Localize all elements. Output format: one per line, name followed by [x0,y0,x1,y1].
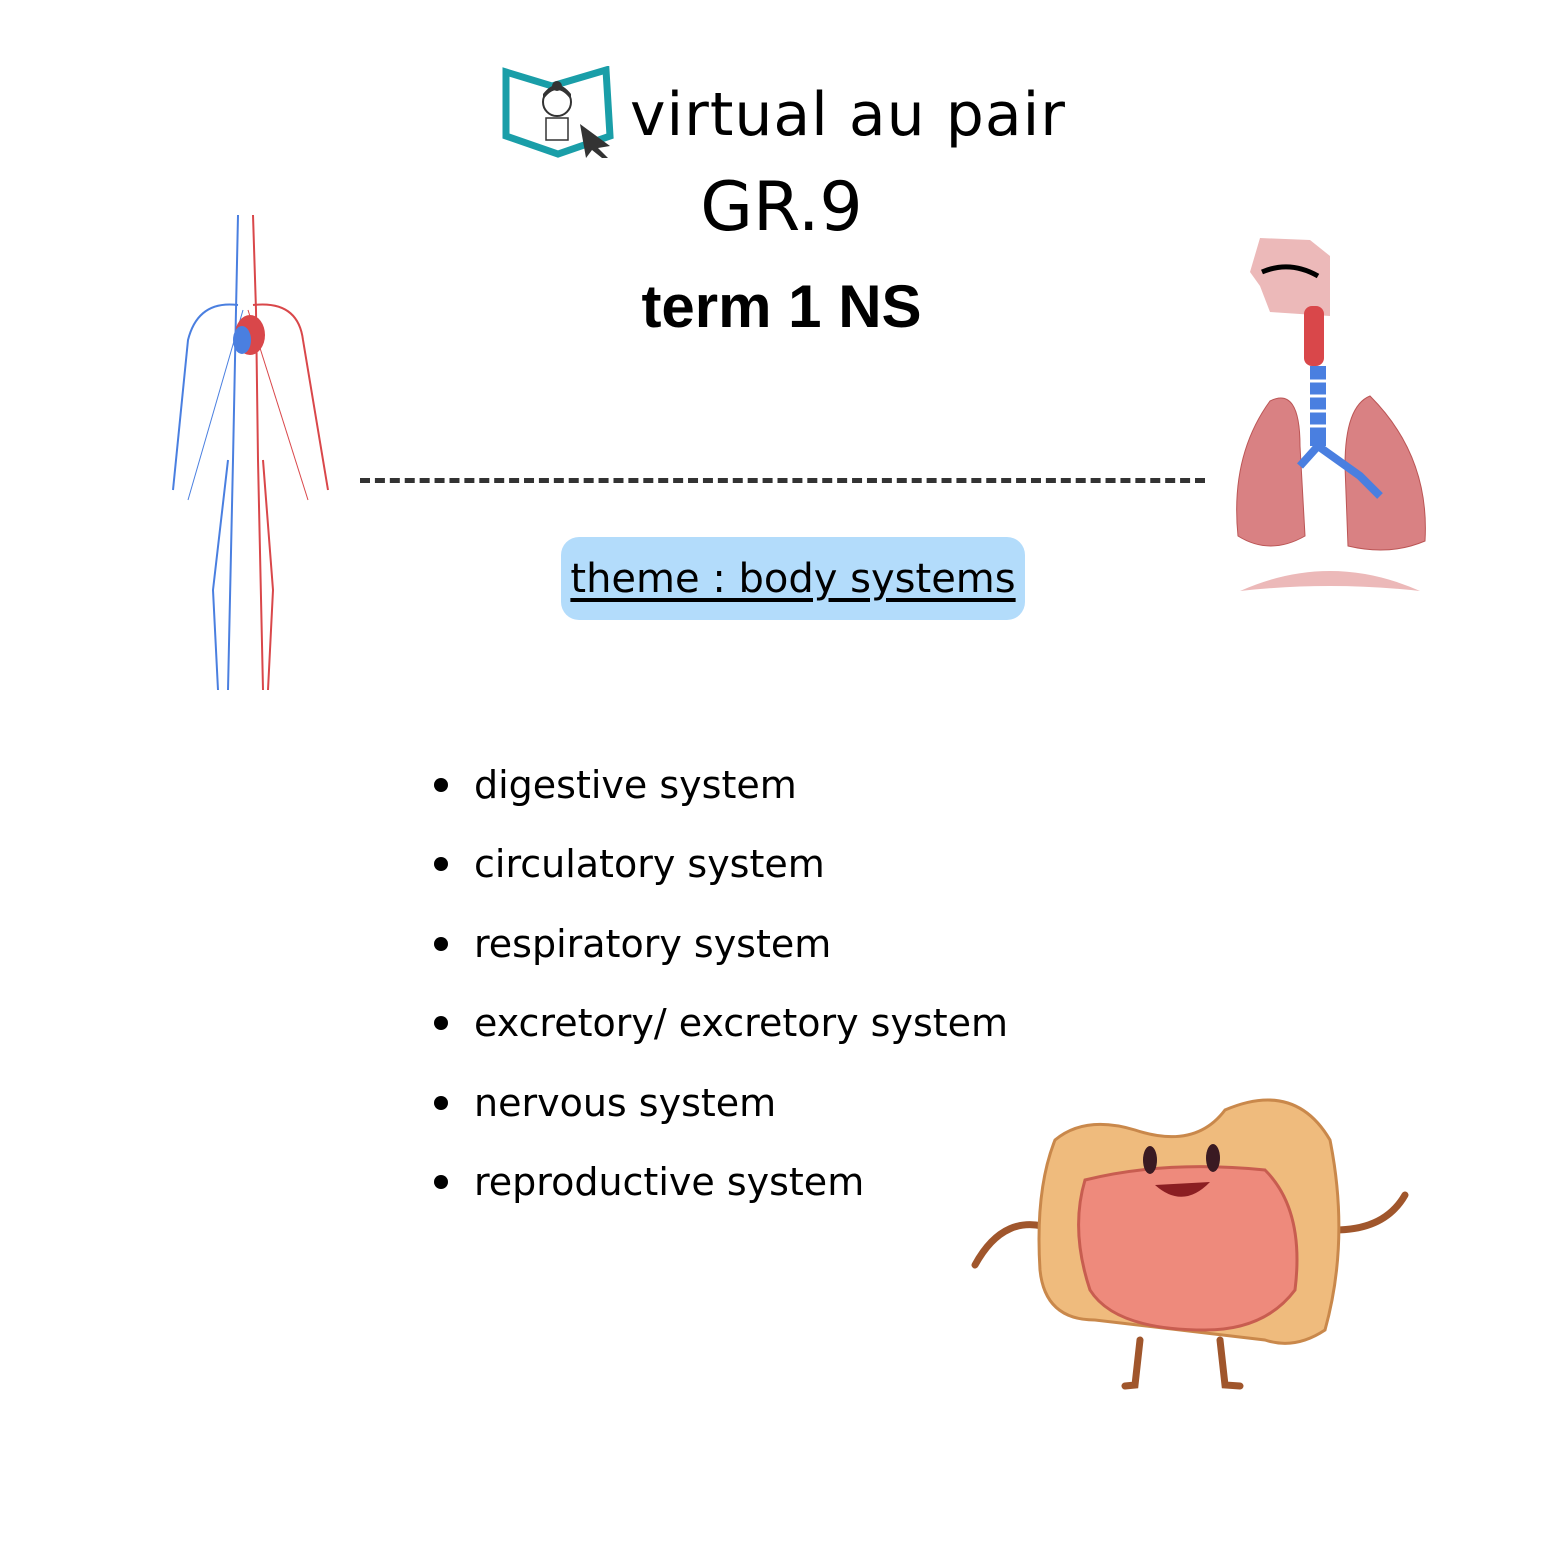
brand-name: virtual au pair [630,80,1066,150]
list-item: excretory/ excretory system [434,984,1008,1064]
list-item: circulatory system [434,825,1008,905]
topic-label: respiratory system [474,921,832,966]
bullet-icon [434,1175,448,1190]
topics-list: digestive system circulatory system resp… [434,745,1008,1222]
topic-label: nervous system [474,1080,777,1125]
digestive-system-mascot [971,1098,1409,1390]
respiratory-system-illustration [1236,238,1426,591]
bullet-icon [434,857,448,872]
bullet-icon [434,777,448,792]
topic-label: reproductive system [474,1160,865,1205]
list-item: digestive system [434,745,1008,825]
term-title: term 1 NS [641,273,922,340]
dashed-divider [360,478,1205,483]
virtual-au-pair-logo [502,66,614,158]
topic-label: circulatory system [474,842,825,887]
bullet-icon [434,1095,448,1110]
list-item: reproductive system [434,1143,1008,1223]
topic-label: digestive system [474,762,797,807]
topic-label: excretory/ excretory system [474,1001,1009,1046]
grade-title: GR.9 [700,168,863,247]
list-item: nervous system [434,1063,1008,1143]
theme-badge: theme : body systems [561,537,1025,620]
bullet-icon [434,936,448,951]
circulatory-system-illustration [172,214,329,691]
theme-label: theme : body systems [570,555,1016,602]
list-item: respiratory system [434,904,1008,984]
bullet-icon [434,1016,448,1031]
